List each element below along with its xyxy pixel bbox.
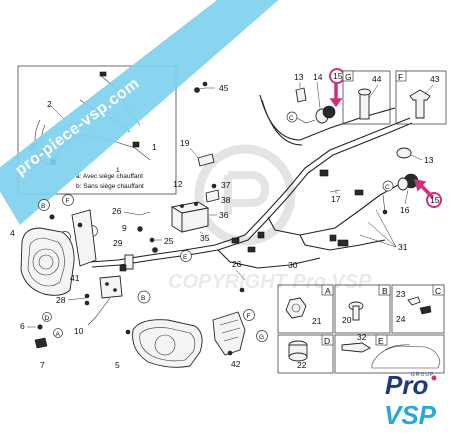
- inset-e-letter: E: [378, 336, 384, 346]
- callout-a-left: A: [56, 331, 61, 338]
- inset-e-number: 32: [357, 332, 367, 342]
- callout-b-left: B: [41, 203, 45, 210]
- inset-b-letter: B: [382, 286, 388, 296]
- inset-a-letter: A: [325, 286, 331, 296]
- battery-group: 36 37 38 35: [170, 180, 231, 243]
- part-16-label: 16: [400, 205, 410, 215]
- inset-d-letter: D: [324, 336, 330, 346]
- inset-f-number: 43: [430, 74, 440, 84]
- promo-banner[interactable]: pro-piece-vsp.com: [0, 0, 290, 225]
- part-6-label: 6: [20, 321, 25, 331]
- inset-d-number: 22: [297, 360, 307, 370]
- callout-e-mid: E: [183, 254, 188, 261]
- highlight-15-side: [426, 192, 442, 208]
- inset-c-number-2: 24: [396, 314, 406, 324]
- inset-c-letter: C: [435, 286, 441, 296]
- fastener-insets: A 21 B 20 C 23 24 D 22 E 32: [277, 284, 445, 374]
- part-4-label: 4: [10, 228, 15, 238]
- part-30-label: 30: [288, 260, 298, 270]
- callout-b-bottom: B: [141, 295, 145, 302]
- callout-c-top: C: [289, 115, 294, 122]
- legend-line-b: b: Sans siège chauffant: [76, 183, 144, 190]
- part-37-label: 37: [221, 180, 231, 190]
- part-10-label: 10: [74, 326, 84, 336]
- inset-c-number-1: 23: [396, 289, 406, 299]
- bracket-42-group: 42 F G: [212, 309, 268, 369]
- part-9-label: 9: [122, 223, 127, 233]
- callout-c-side: C: [385, 184, 390, 191]
- inset-a-number: 21: [312, 316, 322, 326]
- main-wiring-harness: [89, 94, 413, 269]
- logo-part-1: Pro: [385, 370, 428, 400]
- watermark-text: COPYRIGHT Pro VSP: [168, 271, 372, 293]
- inset-g: G 44: [342, 70, 391, 125]
- rear-light-top-group: 13 14 15 C: [286, 68, 345, 124]
- headlight-left: 4 41: [10, 227, 80, 296]
- part-25-label: 25: [164, 236, 174, 246]
- logo-tag: GROUP: [411, 372, 434, 378]
- callout-f-bottom: F: [247, 313, 251, 320]
- rear-light-side-group: 13 16 15 C: [382, 147, 442, 215]
- part-13-top-label: 13: [294, 72, 304, 82]
- part-12-label: 12: [173, 179, 183, 189]
- part-15-side-label: 15: [430, 195, 440, 205]
- part-36-label: 36: [219, 210, 229, 220]
- part-42-label: 42: [231, 359, 241, 369]
- logo-part-2: VSP: [384, 400, 437, 430]
- provsp-logo[interactable]: Pro GROUP VSP: [384, 370, 437, 430]
- part-14-label: 14: [313, 72, 323, 82]
- headlight-right: 5: [115, 319, 203, 370]
- part-19: 19: [180, 138, 215, 167]
- part-15-top-label: 15: [333, 71, 343, 81]
- part-26-top-label: 26: [112, 206, 122, 216]
- part-2-label: 2: [47, 99, 52, 109]
- part-35-label: 35: [200, 233, 210, 243]
- part-6-7-group: 6 D A 7: [20, 312, 63, 370]
- part-5-label: 5: [115, 360, 120, 370]
- callout-f-left: F: [66, 198, 70, 205]
- part-29-label: 29: [113, 238, 123, 248]
- legend-number: 1: [116, 167, 120, 174]
- part-45: 45: [194, 81, 229, 93]
- part-31-label: 31: [398, 242, 408, 252]
- part-10-28-group: 10 28 B: [56, 275, 151, 336]
- inset-g-letter: G: [345, 72, 352, 82]
- logo-dot-icon: [431, 375, 437, 381]
- legend-line-a: a: Avec siège chauffant: [76, 173, 143, 180]
- part-1-label: 1: [152, 142, 157, 152]
- part-41-label: 41: [70, 273, 80, 283]
- inset-g-number: 44: [372, 74, 382, 84]
- middle-clips-group: 26 9 29 25 E 26 30: [112, 206, 298, 293]
- part-7-label: 7: [40, 360, 45, 370]
- part-45-label: 45: [219, 83, 229, 93]
- callout-g-bottom: G: [259, 334, 264, 341]
- inset-f-letter: F: [398, 72, 403, 82]
- part-38-label: 38: [221, 195, 231, 205]
- inset-f: F 43: [395, 70, 447, 125]
- part-17-label: 17: [331, 194, 341, 204]
- part-26-bottom-label: 26: [232, 259, 242, 269]
- seat-harness-frame: [17, 65, 177, 195]
- inset-b-number: 20: [342, 315, 352, 325]
- callout-d-left: D: [45, 315, 50, 322]
- part-17-31-group: 17 31: [329, 189, 408, 252]
- part-19-label: 19: [180, 138, 190, 148]
- part-28-label: 28: [56, 295, 66, 305]
- part-13-side-label: 13: [424, 155, 434, 165]
